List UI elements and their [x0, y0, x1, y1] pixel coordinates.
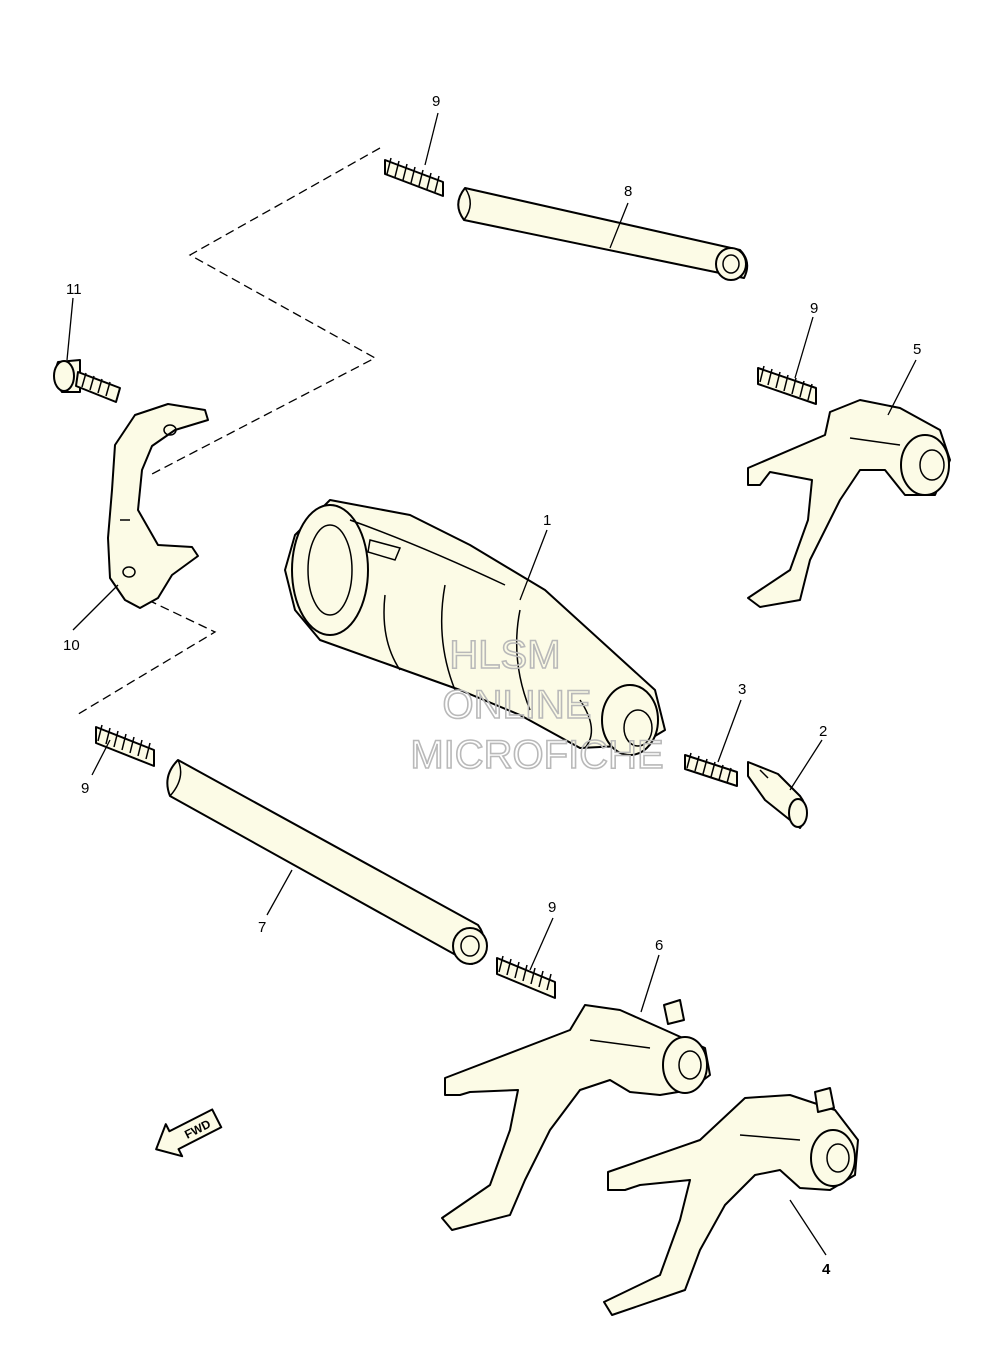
assembly-line-lower — [74, 599, 217, 717]
spring-9-upper — [384, 157, 444, 197]
callout-6: 6 — [655, 937, 663, 954]
callout-1: 1 — [543, 512, 551, 529]
watermark: HLSM ONLINE MICROFICHE — [410, 632, 665, 778]
spring-9-lower-right — [496, 955, 556, 999]
watermark-line-2: ONLINE — [443, 683, 592, 727]
shift-fork-4 — [603, 1087, 859, 1316]
callout-9-lower-right: 9 — [548, 899, 556, 916]
callout-4: 4 — [822, 1261, 831, 1278]
stopper-plate-10 — [107, 403, 209, 609]
callout-9-upper-right: 9 — [810, 300, 818, 317]
watermark-line-3: MICROFICHE — [410, 733, 663, 777]
callout-9-top: 9 — [432, 93, 440, 110]
shift-fork-shaft-7 — [166, 759, 488, 965]
callout-8: 8 — [624, 183, 632, 200]
spring-9-lower-left — [95, 724, 155, 767]
shift-fork-6 — [441, 999, 711, 1231]
spring-3 — [684, 752, 738, 787]
watermark-line-1: HLSM — [449, 633, 560, 677]
spring-9-right — [757, 365, 817, 405]
callout-9-lower-left: 9 — [81, 780, 89, 797]
leader-lines — [66, 112, 917, 1256]
callout-3: 3 — [738, 681, 746, 698]
callout-11: 11 — [66, 281, 82, 298]
callout-10: 10 — [63, 637, 80, 654]
shift-fork-shaft-8 — [457, 187, 749, 281]
forward-direction-arrow: FWD — [155, 1108, 223, 1158]
callout-7: 7 — [258, 919, 266, 936]
callout-5: 5 — [913, 341, 921, 358]
pin-2 — [747, 761, 808, 829]
bolt-11 — [53, 359, 121, 403]
callout-2: 2 — [819, 723, 827, 740]
assembly-line-upper — [149, 147, 381, 476]
shift-fork-5 — [747, 399, 951, 608]
shift-cam-1 — [284, 499, 666, 756]
